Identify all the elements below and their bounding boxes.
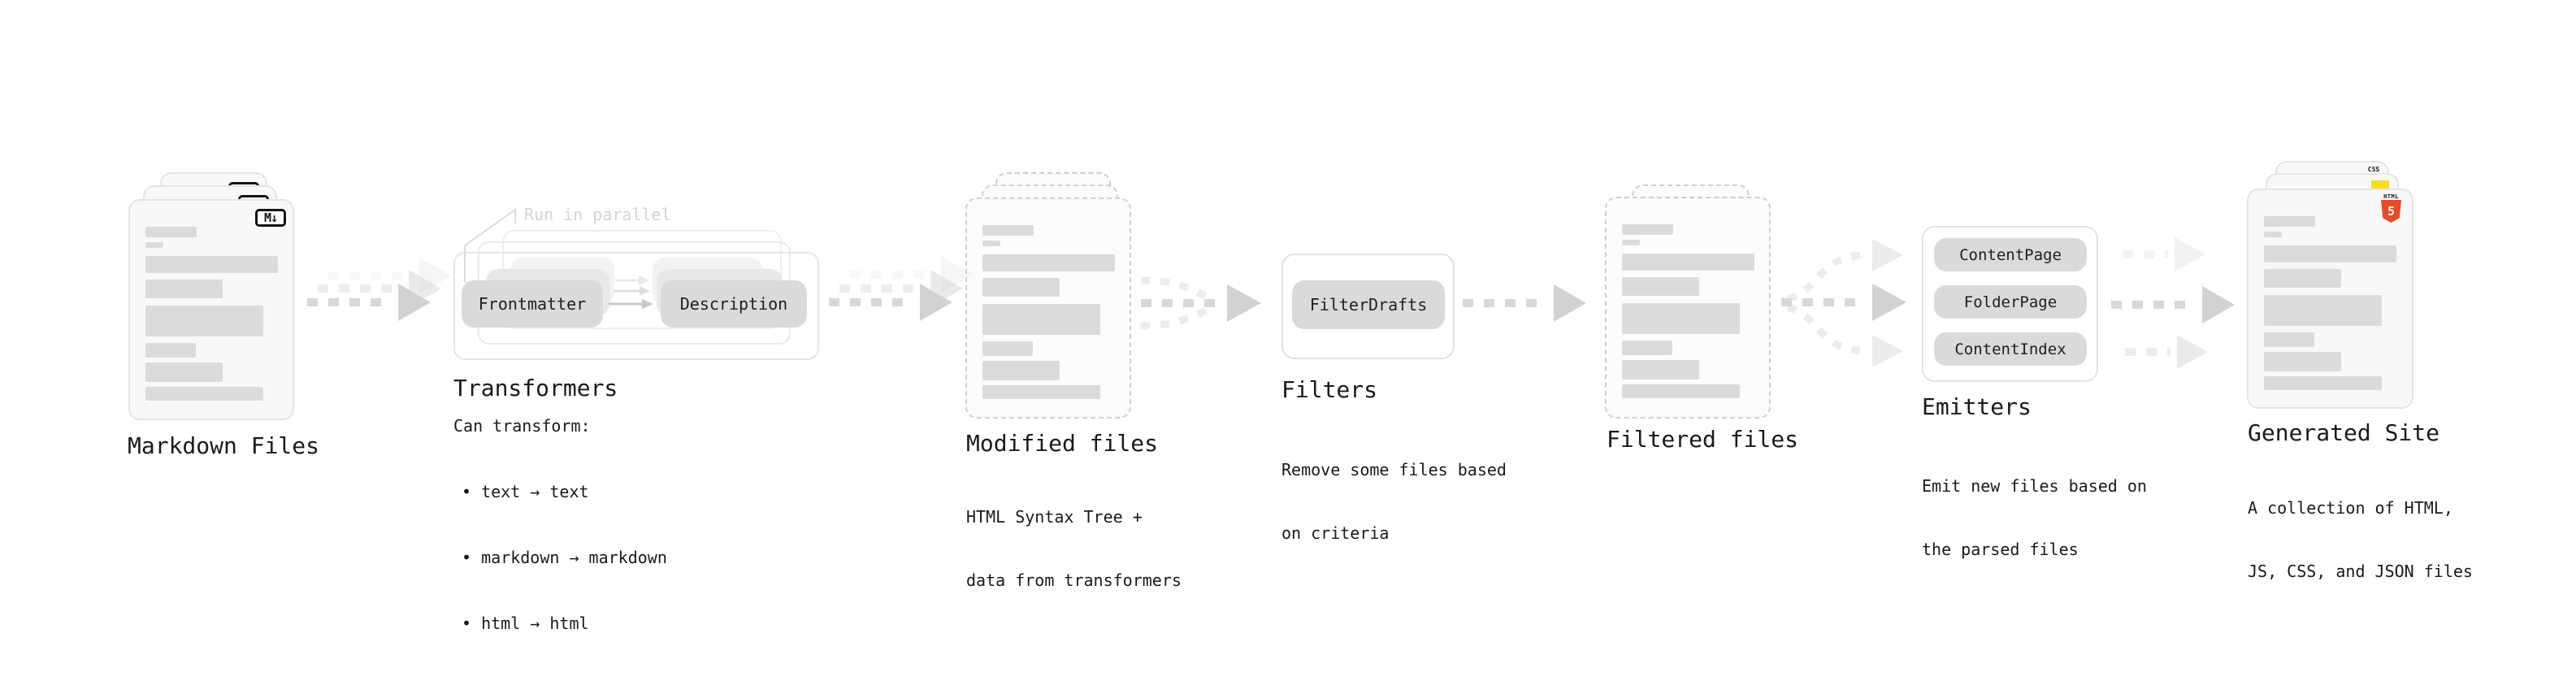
placeholder-text-bar [982,304,1100,335]
placeholder-text-bar [1622,340,1672,355]
description-pill: Description [661,280,807,327]
placeholder-text-bar [1622,254,1754,271]
flow-arrow-filtered-to-emitters [1781,239,1906,367]
desc-line: on criteria [1281,523,1390,543]
filters-desc: Remove some files based on criteria [1281,417,1507,586]
placeholder-text-bar [2264,332,2314,347]
transformers-bullet-list: • text → text • markdown → markdown • ht… [462,437,667,679]
placeholder-text-bar [982,225,1034,236]
javascript-icon [2371,180,2389,189]
placeholder-text-bar [145,362,223,382]
transformers-label: Transformers [453,375,618,401]
markdown-file-card-front: M↓ [128,199,294,420]
placeholder-text-bar [982,241,1000,246]
transform-bullet: • text → text [462,482,589,501]
placeholder-text-bar [145,227,197,237]
flow-arrow-modified-to-filters [1140,276,1261,330]
html5-icon: HTML 5 [2381,193,2401,223]
placeholder-text-bar [2264,245,2396,262]
placeholder-text-bar [145,387,263,401]
placeholder-text-bar [2264,295,2382,326]
emitters-label: Emitters [1922,393,2032,420]
placeholder-text-bar [2264,376,2382,390]
desc-line: HTML Syntax Tree + [966,507,1143,527]
desc-line: Remove some files based [1281,460,1507,479]
desc-line: A collection of HTML, [2248,498,2453,518]
placeholder-text-bar [145,343,196,358]
filtered-file-card-front [1605,197,1771,419]
placeholder-text-bar [1622,384,1740,398]
placeholder-text-bar [1622,277,1699,296]
emitters-desc: Emit new files based on the parsed files [1922,433,2147,602]
markdown-icon: M↓ [255,209,286,227]
markdown-files-label: Markdown Files [128,432,320,459]
placeholder-text-bar [145,306,263,336]
placeholder-text-bar [2264,352,2341,371]
placeholder-text-bar [1622,303,1740,334]
placeholder-text-bar [982,341,1033,356]
filter-drafts-pill: FilterDrafts [1292,280,1445,329]
placeholder-text-bar [2264,269,2341,288]
desc-line: Emit new files based on [1922,476,2147,496]
flow-arrow-filters-to-filtered [1463,284,1586,322]
placeholder-text-bar [145,280,223,298]
placeholder-text-bar [145,242,163,248]
transformers-desc-title: Can transform: [453,416,591,436]
desc-line: the parsed files [1922,540,2079,559]
desc-line: data from transformers [966,570,1182,590]
transform-bullet: • markdown → markdown [462,548,667,567]
placeholder-text-bar [1622,224,1673,235]
modified-files-label: Modified files [966,430,1159,457]
transform-bullet: • html → html [462,614,589,633]
run-in-parallel-annotation: Run in parallel [524,205,671,224]
desc-line: JS, CSS, and JSON files [2248,562,2473,581]
placeholder-text-bar [1622,360,1699,380]
placeholder-text-bar [982,254,1115,271]
folder-page-pill: FolderPage [1934,285,2087,319]
placeholder-text-bar [1622,240,1640,245]
flow-arrow-emitters-to-site [2111,237,2235,369]
flow-arrow-transformers-to-modified [829,256,974,321]
generated-file-card-front: HTML 5 [2247,189,2413,409]
placeholder-text-bar [982,361,1060,380]
placeholder-text-bar [2264,232,2282,237]
generated-site-label: Generated Site [2248,419,2440,446]
generated-site-desc: A collection of HTML, JS, CSS, and JSON … [2248,455,2473,624]
content-page-pill: ContentPage [1934,238,2087,271]
modified-files-desc: HTML Syntax Tree + data from transformer… [966,464,1182,633]
placeholder-text-bar [145,256,278,273]
filters-label: Filters [1281,376,1378,403]
placeholder-text-bar [982,278,1060,297]
content-index-pill: ContentIndex [1934,332,2087,366]
placeholder-text-bar [2264,216,2315,227]
placeholder-text-bar [982,385,1100,399]
transformer-box-front [453,252,819,360]
modified-file-card-front [965,197,1131,419]
flow-arrow-markdown-to-transformers [307,257,452,321]
frontmatter-pill: Frontmatter [462,280,603,327]
filtered-files-label: Filtered files [1607,426,1799,453]
